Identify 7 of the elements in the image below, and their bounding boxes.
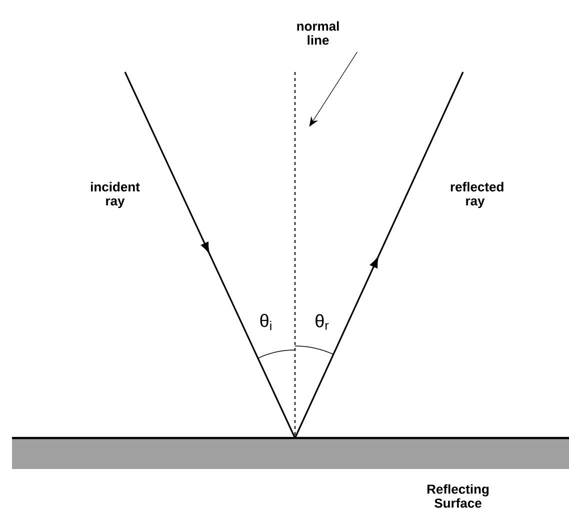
- surface-label: Reflecting Surface: [427, 484, 489, 508]
- angle-label: θ$_{i}$: [260, 314, 272, 330]
- normal-line: [294, 72, 296, 438]
- ray-label: incident ray: [91, 182, 140, 208]
- normal-line-label: normal line: [297, 21, 339, 45]
- ray-label: reflected ray: [450, 182, 504, 208]
- angle-label: θ$_{r}$: [316, 314, 329, 330]
